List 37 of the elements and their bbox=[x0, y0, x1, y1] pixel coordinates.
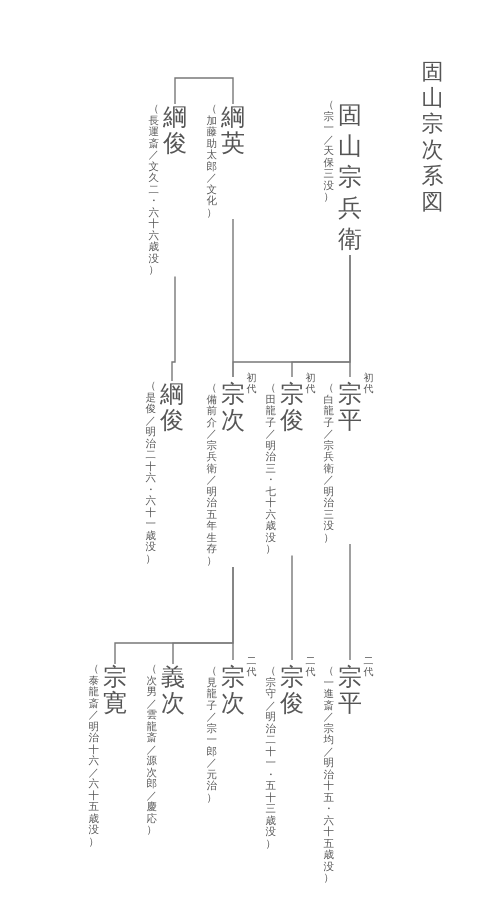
person-note: （田龍子／明治三・七十六歳没） bbox=[265, 381, 277, 556]
person-name: 綱英 bbox=[220, 104, 246, 156]
generation-label: 初代 bbox=[363, 373, 374, 395]
lineage-line bbox=[171, 276, 176, 381]
person-note: （白龍子／宗兵衛／明治三没） bbox=[323, 381, 335, 544]
person-note: （見龍子／宗一郎／元治） bbox=[206, 664, 218, 804]
person-name: 綱俊 bbox=[162, 104, 188, 156]
person-name: 宗次 bbox=[220, 662, 246, 716]
generation-label: 二代 bbox=[363, 656, 374, 678]
person-name: 宗寛 bbox=[102, 664, 128, 716]
person-name: 宗平 bbox=[336, 379, 363, 433]
person-note: （加藤助太郎／文化） bbox=[206, 104, 218, 219]
person-note: （泰龍斎／明治十六／六十五歳没） bbox=[88, 664, 100, 848]
person-name: 宗次 bbox=[220, 379, 246, 433]
lineage-line bbox=[232, 219, 234, 377]
lineage-line bbox=[291, 556, 293, 660]
person-note: （長運斎／文久二・六十六歳没） bbox=[148, 104, 160, 276]
person-note: （是俊／明治二十六・六十一歳没） bbox=[145, 381, 157, 565]
lineage-line bbox=[349, 544, 351, 660]
person-name: 宗俊 bbox=[278, 379, 305, 433]
generation-label: 二代 bbox=[246, 656, 257, 678]
person-name: 宗俊 bbox=[278, 662, 305, 716]
generation-label: 初代 bbox=[246, 373, 257, 395]
generation-label: 初代 bbox=[305, 373, 316, 395]
person-name: 宗平 bbox=[336, 662, 363, 716]
person-note: （宗一／天保三没） bbox=[323, 100, 335, 204]
title: 固山宗次系図 bbox=[420, 60, 445, 216]
person-name: 義次 bbox=[160, 664, 186, 716]
lineage-line bbox=[114, 567, 234, 664]
person-note: （備前介／宗兵衛／明治五年生存） bbox=[206, 381, 218, 567]
person-name: 綱俊 bbox=[158, 381, 185, 433]
person-note: （一進斎／宗均／明治十五・六十五歳没） bbox=[323, 664, 335, 884]
person-note: （宗守／明治二十一・五十三歳没） bbox=[265, 664, 277, 850]
person-name: 固山宗兵衛 bbox=[336, 100, 363, 255]
person-note: （次男／雲龍斎／源次郎／慶応） bbox=[146, 664, 158, 836]
lineage-line bbox=[174, 77, 234, 104]
generation-label: 二代 bbox=[305, 656, 316, 678]
